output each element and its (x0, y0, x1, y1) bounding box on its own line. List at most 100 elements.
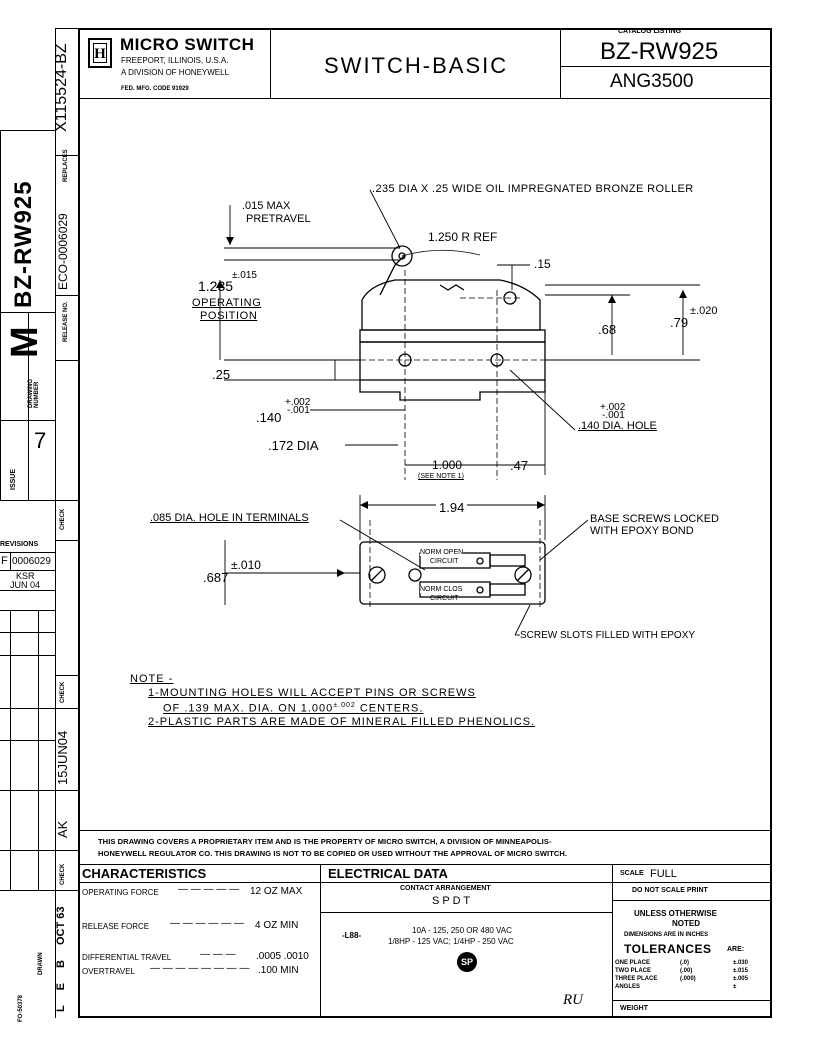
radius-arc (401, 249, 481, 257)
drawing-title: SWITCH-BASIC (324, 53, 509, 78)
rating-line-2: 1/8HP - 125 VAC; 1/4HP - 250 VAC (388, 937, 514, 946)
rev-step-8 (0, 890, 55, 891)
company-address-2: A DIVISION OF HONEYWELL (121, 68, 230, 77)
unless-line-2: NOTED (672, 919, 700, 928)
company-address-1: FREEPORT, ILLINOIS, U.S.A. (121, 56, 229, 65)
catalog-listing-label: CATALOG LISTING (618, 28, 682, 35)
strip-h1 (55, 155, 78, 156)
note-1b-tol: ±.002 (333, 702, 356, 709)
rev-step-v1 (10, 610, 11, 890)
rev-step-3 (0, 655, 55, 656)
drawing-prefix: M (4, 326, 46, 358)
dim-687-tol: ±.010 (231, 558, 261, 572)
ul-mark: RU (563, 992, 583, 1008)
diff-travel-value: .0005 .0010 (256, 951, 309, 962)
dims-note: DIMENSIONS ARE IN INCHES (624, 932, 709, 938)
strip-h9 (55, 850, 78, 851)
dn-vert (28, 312, 29, 500)
note-heading: NOTE - (130, 673, 174, 685)
rev-step-6 (0, 790, 55, 791)
diff-travel-leader: — — — (200, 949, 236, 960)
weight-divider (612, 1000, 772, 1001)
switch-body-upper (359, 329, 546, 343)
proprietary-line-1: THIS DRAWING COVERS A PROPRIETARY ITEM A… (98, 837, 552, 846)
see-note: (SEE NOTE 1) (418, 473, 464, 480)
revision-initials: AK (55, 820, 70, 838)
op-position-value: 1.235 (198, 278, 234, 294)
title-divider-2 (560, 28, 561, 98)
base-screws-1: BASE SCREWS LOCKED (590, 513, 719, 525)
screw-slots-callout: SCREW SLOTS FILLED WITH EPOXY (520, 630, 696, 641)
csa-mark-text: SP (460, 957, 473, 967)
pretravel-value: .015 MAX (242, 200, 291, 212)
dns-note: DO NOT SCALE PRINT (632, 887, 708, 894)
rel-force-leader: — — — — — — (170, 918, 244, 929)
weight-label: WEIGHT (620, 1005, 648, 1012)
terminal-hole-1 (476, 557, 484, 565)
issue-label: ISSUE (10, 468, 17, 490)
roller-callout: .235 DIA X .25 WIDE OIL IMPREGNATED BRON… (372, 183, 694, 195)
plan-body (359, 541, 546, 605)
terminal-screw-1 (408, 568, 422, 582)
note-1b: OF .139 MAX. DIA. ON 1.000±.002 CENTERS. (163, 702, 423, 715)
rel-force-value: 4 OZ MIN (255, 920, 299, 931)
form-number: FO-50378 (18, 994, 24, 1022)
unless-line-1: UNLESS OTHERWISE (634, 909, 717, 918)
rev-step-5 (0, 740, 55, 741)
company-name: MICRO SWITCH (120, 35, 255, 54)
replaces-label: REPLACES (63, 149, 69, 182)
overtravel-label: OVERTRAVEL (82, 967, 136, 976)
dim-47: .47 (510, 458, 529, 473)
drawing-border (78, 28, 772, 1018)
roller (391, 245, 413, 267)
plunger-spring (439, 284, 465, 291)
strip-h5 (55, 540, 78, 541)
rev-date: JUN 04 (10, 580, 41, 590)
terminal-hole-callout: .085 DIA. HOLE IN TERMINALS (150, 512, 309, 524)
dim-140: .140 (256, 410, 282, 425)
terminal-tab-1 (489, 554, 526, 567)
table-head-bottom (78, 882, 772, 883)
drawing-number-label: DRAWING NUMBER (28, 379, 40, 408)
characteristics-heading: CHARACTERISTICS (82, 866, 207, 881)
strip-h6 (55, 675, 78, 676)
tol-row-label: ANGLES (615, 984, 641, 990)
revisions-label: REVISIONS (0, 541, 39, 548)
note-1: 1-MOUNTING HOLES WILL ACCEPT PINS OR SCR… (148, 687, 476, 699)
tol-row-places: (.000) (680, 976, 696, 982)
check-label-1: CHECK (60, 508, 66, 530)
strip-line-outer (55, 28, 56, 1018)
tolerances-heading: TOLERANCES (624, 942, 712, 956)
note-1b-end: CENTERS. (359, 702, 424, 715)
rev-step-1 (0, 610, 55, 611)
catalog-divider (560, 66, 772, 67)
rev-step-2 (0, 632, 55, 633)
tol-row-value: ±.030 (733, 960, 748, 966)
rev-step-7 (0, 850, 55, 851)
table-top (78, 864, 772, 865)
rev-by: KSR (16, 571, 35, 581)
rel-force-label: RELEASE FORCE (82, 922, 150, 931)
issue-value: 7 (34, 428, 47, 453)
dim-68: .68 (598, 322, 617, 337)
rev-col (10, 552, 11, 570)
norm-clos-label: NORM CLOS (420, 586, 463, 593)
dn-low (0, 420, 55, 421)
terminal-hole-2 (476, 586, 484, 594)
tol-row-places: (.0) (680, 960, 689, 966)
contact-divider (320, 912, 612, 913)
note-2: 2-PLASTIC PARTS ARE MADE OF MINERAL FILL… (148, 716, 536, 728)
proprietary-top (78, 830, 772, 831)
strip-h7 (55, 708, 78, 709)
strip-h2 (55, 295, 78, 296)
strip-h8 (55, 790, 78, 791)
title-bottom-line (78, 98, 772, 99)
op-position-tol: ±.015 (232, 270, 257, 281)
dim-140-minus: -.001 (287, 405, 310, 416)
dim-79-tol: ±.020 (690, 305, 718, 317)
tol-row-label: ONE PLACE (615, 960, 651, 966)
strip-h3 (55, 360, 78, 361)
rating-code: -L88- (342, 931, 362, 940)
table-col-1 (320, 864, 321, 1018)
dim-687: .687 (203, 570, 229, 585)
